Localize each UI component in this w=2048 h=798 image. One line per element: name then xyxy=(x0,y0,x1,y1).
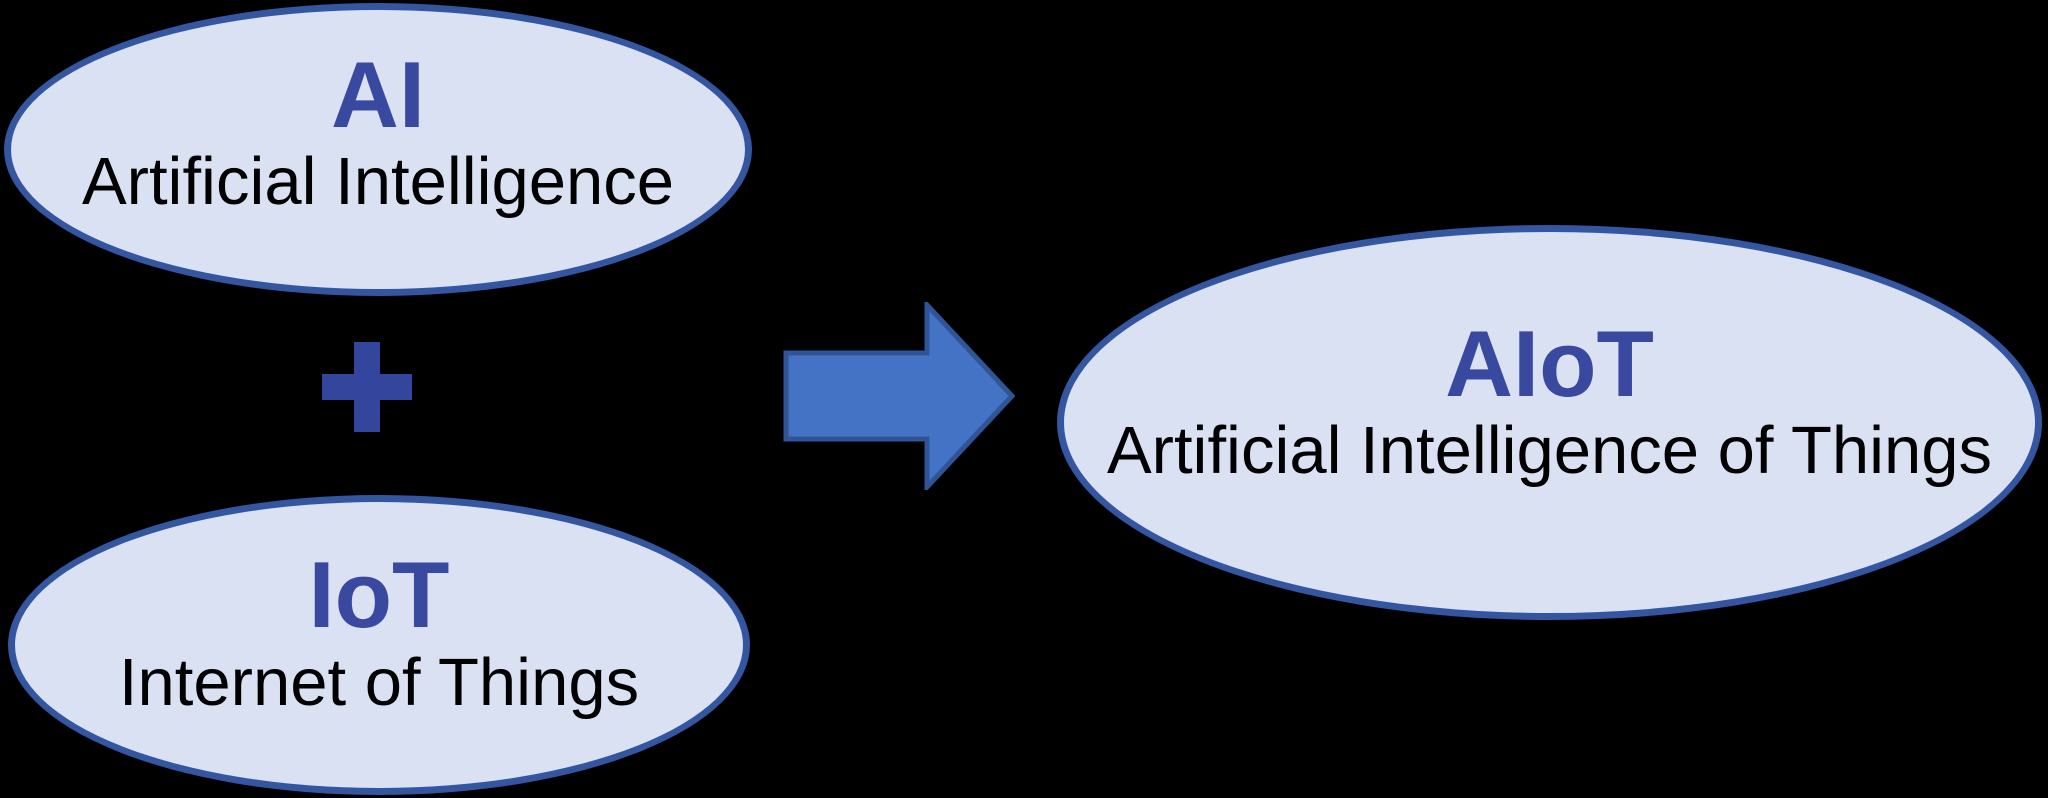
node-ai-abbreviation: AI xyxy=(331,41,425,147)
node-aiot: AIoT Artificial Intelligence of Things xyxy=(1057,225,2042,620)
node-iot-abbreviation: IoT xyxy=(308,542,450,648)
right-arrow-icon xyxy=(783,302,1015,490)
plus-icon xyxy=(322,342,412,432)
node-iot-label: Internet of Things xyxy=(118,644,640,720)
node-ai-label: Artificial Intelligence xyxy=(81,144,675,220)
node-iot: IoT Internet of Things xyxy=(8,495,750,795)
node-aiot-abbreviation: AIoT xyxy=(1445,310,1654,416)
node-aiot-label: Artificial Intelligence of Things xyxy=(1106,413,1993,489)
node-ai: AI Artificial Intelligence xyxy=(4,3,752,296)
